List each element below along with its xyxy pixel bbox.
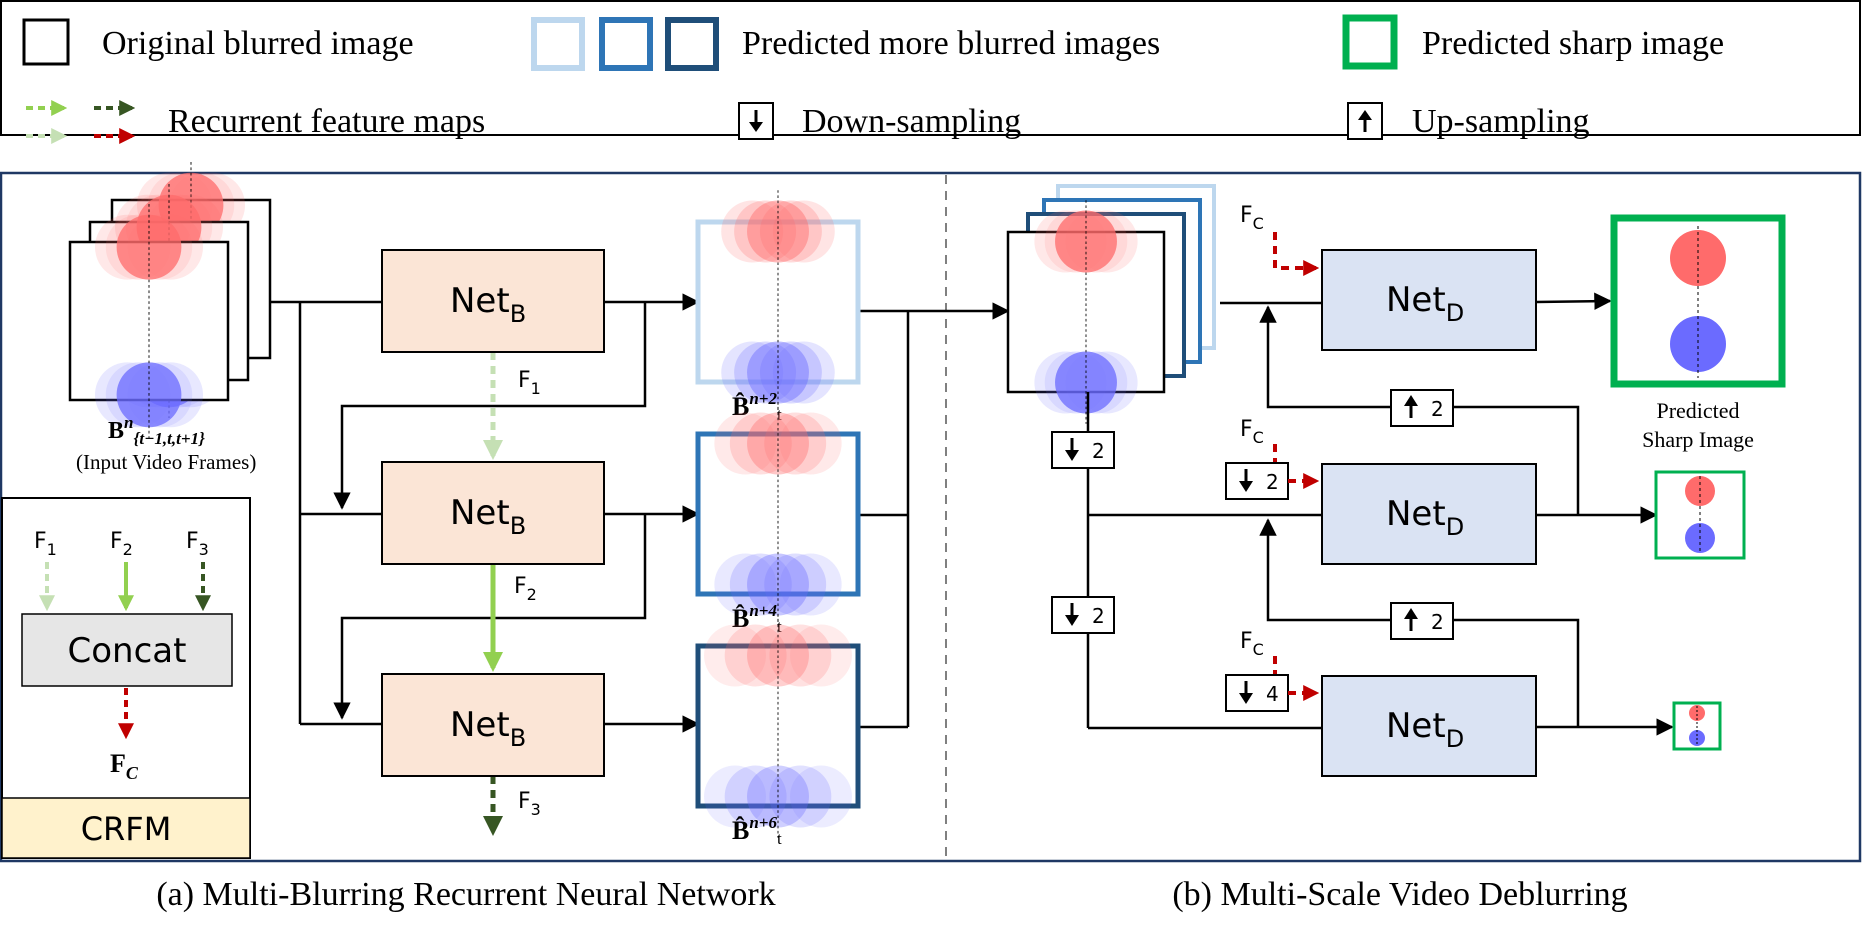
fc-down-sample-factor-2: 4 <box>1266 682 1279 706</box>
panel-b: 2 2 FC FC 2 FC 4 <box>1006 184 1786 777</box>
input-label: Bn{t−1,t,t+1} <box>108 413 205 448</box>
fc-down-sample-icon-1: 2 <box>1225 462 1289 500</box>
sharp-output-large <box>1610 214 1786 388</box>
crfm-title: CRFM <box>81 810 172 848</box>
label-f3: F3 <box>518 789 541 819</box>
fc-label-1: FC <box>1240 203 1264 233</box>
up-sample-factor-2: 2 <box>1431 610 1444 634</box>
crfm-module: CRFM F1 F2 F3 Concat FC <box>1 497 251 859</box>
panel-a: Bn{t−1,t,t+1} (Input Video Frames) CRFM … <box>1 161 1010 859</box>
legend-sharp-label: Predicted sharp image <box>1422 25 1724 62</box>
fc-label-2: FC <box>1240 417 1264 447</box>
caption-a: (a) Multi-Blurring Recurrent Neural Netw… <box>156 876 775 913</box>
output-label-1: B̂n+2t <box>732 389 782 424</box>
net-d-block-2: NetD <box>1321 463 1537 565</box>
concat-label: Concat <box>68 631 187 671</box>
down-sample-factor-1: 2 <box>1092 439 1105 463</box>
legend-recurrent-arrows-icon <box>26 100 136 144</box>
fc-label-3: FC <box>1240 629 1264 659</box>
net-d-block-3: NetD <box>1321 675 1537 777</box>
caption-b: (b) Multi-Scale Video Deblurring <box>1172 876 1627 913</box>
main-frame <box>0 171 1862 863</box>
legend-more-blurred-label: Predicted more blurred images <box>742 25 1160 62</box>
fc-down-sample-factor-1: 2 <box>1266 470 1279 494</box>
net-b-block-3: NetB <box>381 673 605 777</box>
down-sample-icon-2: 2 <box>1051 596 1115 634</box>
legend-more-blurred-swatch-2 <box>599 17 653 71</box>
concat-block <box>21 613 233 687</box>
legend-up-sampling-label: Up-sampling <box>1412 103 1590 140</box>
input-frames <box>68 161 272 439</box>
up-sample-icon-2: 2 <box>1390 602 1454 640</box>
svg-text:NetD: NetD <box>1386 706 1464 753</box>
legend-up-sampling-icon <box>1347 102 1383 140</box>
legend: Original blurred image Predicted more bl… <box>0 0 1861 144</box>
legend-original-blurred-label: Original blurred image <box>102 25 414 62</box>
svg-text:NetB: NetB <box>450 705 526 752</box>
deblur-input-stack <box>1006 184 1216 425</box>
legend-more-blurred-swatch-1 <box>531 17 585 71</box>
up-sample-icon-1: 2 <box>1390 389 1454 427</box>
legend-more-blurred-swatch-3 <box>665 17 719 71</box>
svg-text:NetD: NetD <box>1386 494 1464 541</box>
output-label-3: B̂n+6t <box>732 813 782 848</box>
output-more-blurred-3 <box>695 614 861 838</box>
crfm-input-f3: F3 <box>186 529 209 559</box>
label-f2: F2 <box>514 574 537 604</box>
input-caption: (Input Video Frames) <box>76 450 256 474</box>
legend-down-sampling-icon <box>738 102 774 140</box>
fc-arrow-1 <box>1273 232 1320 276</box>
sharp-output-medium <box>1654 470 1746 560</box>
fc-down-sample-icon-2: 4 <box>1225 674 1289 712</box>
down-sample-icon-1: 2 <box>1051 431 1115 469</box>
legend-original-blurred-swatch <box>22 18 70 66</box>
output-more-blurred-2 <box>695 402 861 626</box>
legend-sharp-swatch <box>1342 14 1398 70</box>
down-sample-factor-2: 2 <box>1092 604 1105 628</box>
legend-down-sampling-label: Down-sampling <box>802 103 1021 140</box>
sharp-output-small <box>1672 701 1722 751</box>
crfm-input-f1: F1 <box>34 529 57 559</box>
crfm-input-f2: F2 <box>110 529 133 559</box>
net-d-block-1: NetD <box>1321 249 1537 351</box>
output-more-blurred-1 <box>695 190 861 414</box>
legend-recurrent-label: Recurrent feature maps <box>168 103 485 140</box>
sharp-caption-line-2: Sharp Image <box>1642 427 1754 452</box>
crfm-output-fc: FC <box>110 749 139 783</box>
output-label-2: B̂n+4t <box>732 601 782 636</box>
sharp-caption-line-1: Predicted <box>1656 398 1739 423</box>
label-f1: F1 <box>518 368 541 398</box>
panel-a-connectors <box>270 293 1010 733</box>
svg-text:NetB: NetB <box>450 281 526 328</box>
svg-text:NetD: NetD <box>1386 280 1464 327</box>
net-b-block-1: NetB <box>381 249 605 353</box>
up-sample-factor-1: 2 <box>1431 397 1444 421</box>
svg-text:NetB: NetB <box>450 493 526 540</box>
net-b-block-2: NetB <box>381 461 605 565</box>
